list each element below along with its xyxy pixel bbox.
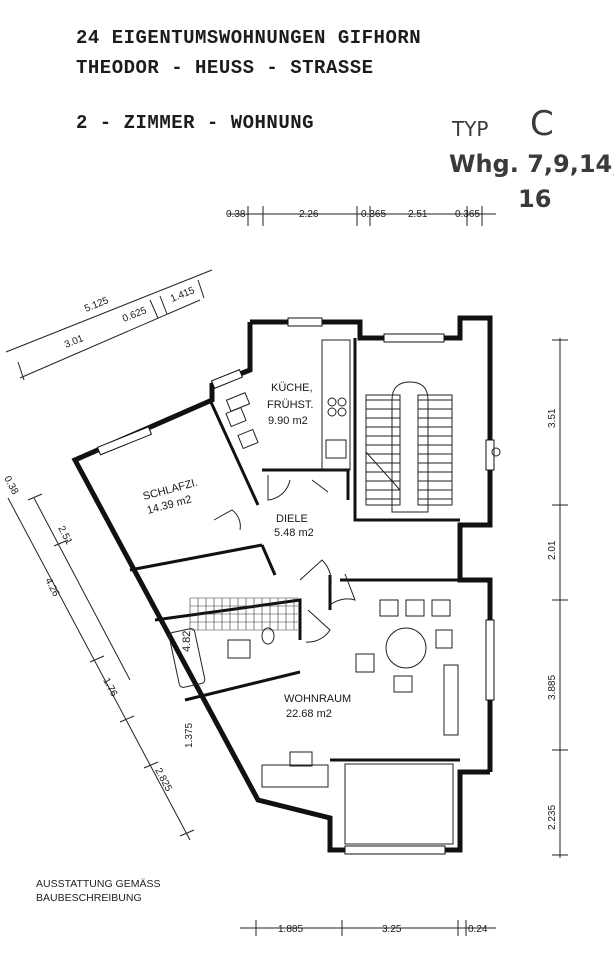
balcony (344, 763, 454, 845)
room-diele-area: 5.48 m2 (274, 527, 314, 539)
room-kueche-label: KÜCHE, (271, 382, 313, 394)
upper-left-dimension-chain: 5.125 3.01 0.625 1.415 (5, 269, 213, 381)
windows (96, 317, 495, 855)
dim-left-c: 4.26 (42, 576, 61, 599)
dim-top-4: 2.51 (408, 209, 428, 220)
living-room-furniture (261, 599, 459, 788)
dim-left-f: 2.825 (152, 766, 174, 794)
title-line-2: THEODOR - HEUSS - STRASSE (76, 57, 374, 79)
units-line-1: Whg. 7,9,14, (449, 150, 614, 178)
kitchen-fixtures (225, 339, 351, 471)
dim-top-5: 0.365 (455, 209, 480, 220)
room-bad-area: 4.82 (181, 631, 193, 652)
dim-top-1: 0.38 (226, 209, 246, 220)
dim-right-3: 3.885 (547, 675, 558, 700)
title-line-1: 24 EIGENTUMSWOHNUNGEN GIFHORN (76, 27, 422, 49)
dim-right-1: 3.51 (547, 408, 558, 428)
dim-bottom-2: 3.25 (382, 924, 402, 935)
dim-left-d: 1.76 (100, 676, 119, 699)
inner-walls (129, 338, 460, 762)
right-dimension-chain: 3.51 2.01 3.885 2.235 (547, 338, 568, 858)
room-diele-label: DIELE (276, 513, 308, 525)
bathroom (168, 597, 298, 688)
room-kueche-label-2: FRÜHST. (267, 399, 313, 411)
dim-bottom-3: 0.24 (468, 924, 488, 935)
note-line-1: AUSSTATTUNG GEMÄSS (36, 878, 161, 890)
typ-value: C (530, 104, 554, 144)
dim-right-4: 2.235 (547, 805, 558, 830)
dim-upper-left-b: 0.625 (121, 305, 149, 325)
doors (213, 475, 356, 643)
note-line-2: BAUBESCHREIBUNG (36, 892, 142, 904)
dim-upper-left-a: 3.01 (63, 333, 86, 351)
bottom-dimension-chain: 1.885 3.25 0.24 (240, 920, 496, 936)
room-wohnraum-area: 22.68 m2 (286, 708, 332, 720)
room-wohnraum-label: WOHNRAUM (284, 693, 351, 705)
top-dimension-chain: 0.38 2.26 0.365 2.51 0.365 (226, 206, 496, 226)
dim-left-e: 1.375 (184, 723, 195, 748)
dim-top-3: 0.365 (361, 209, 386, 220)
left-dimension-chain: 0.38 2.51 4.26 1.76 1.375 2.825 (1, 474, 195, 841)
typ-label: TYP (452, 117, 489, 141)
dim-bottom-1: 1.885 (278, 924, 303, 935)
dim-left-a: 0.38 (1, 474, 20, 497)
apartment-type-line: 2 - ZIMMER - WOHNUNG (76, 112, 315, 134)
room-labels: KÜCHE, FRÜHST. 9.90 m2 SCHLAFZI. 14.39 m… (142, 382, 352, 720)
dim-top-2: 2.26 (299, 209, 319, 220)
room-kueche-area: 9.90 m2 (268, 415, 308, 427)
units-line-2: 16 (518, 185, 552, 213)
stairwell (365, 381, 501, 513)
dim-upper-left-c: 1.415 (169, 285, 197, 305)
dim-right-2: 2.01 (547, 540, 558, 560)
